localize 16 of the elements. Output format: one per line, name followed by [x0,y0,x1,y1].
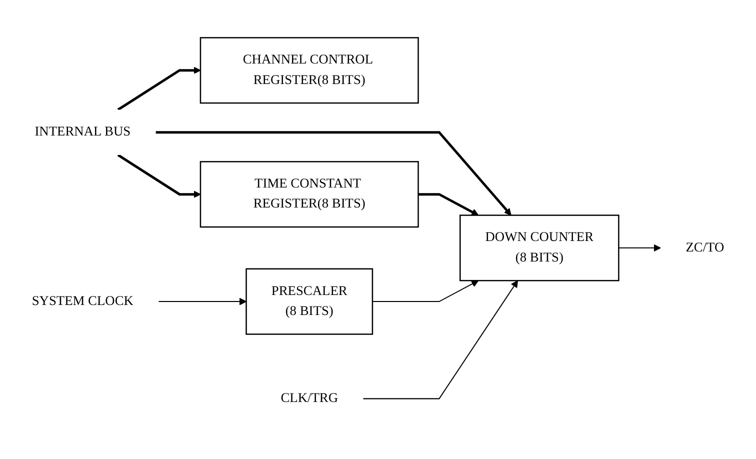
arrow [158,298,247,306]
arrow [418,193,479,216]
arrow [117,66,201,111]
node-box: CHANNEL CONTROL REGISTER(8 BITS) [200,37,419,104]
node-box: DOWN COUNTER (8 BITS) [460,214,620,282]
arrow [156,131,512,216]
node-text: SYSTEM CLOCK [32,294,134,308]
arrow [363,280,518,400]
node-text: CLK/TRG [280,391,338,406]
node-box: TIME CONSTANT REGISTER(8 BITS) [200,161,419,228]
node-text: INTERNAL BUS [34,124,131,140]
arrow [117,154,201,198]
arrow [372,280,479,302]
node-text: ZC/TO [686,240,724,255]
arrow [618,244,661,252]
node-box: PRESCALER (8 BITS) [246,268,374,335]
